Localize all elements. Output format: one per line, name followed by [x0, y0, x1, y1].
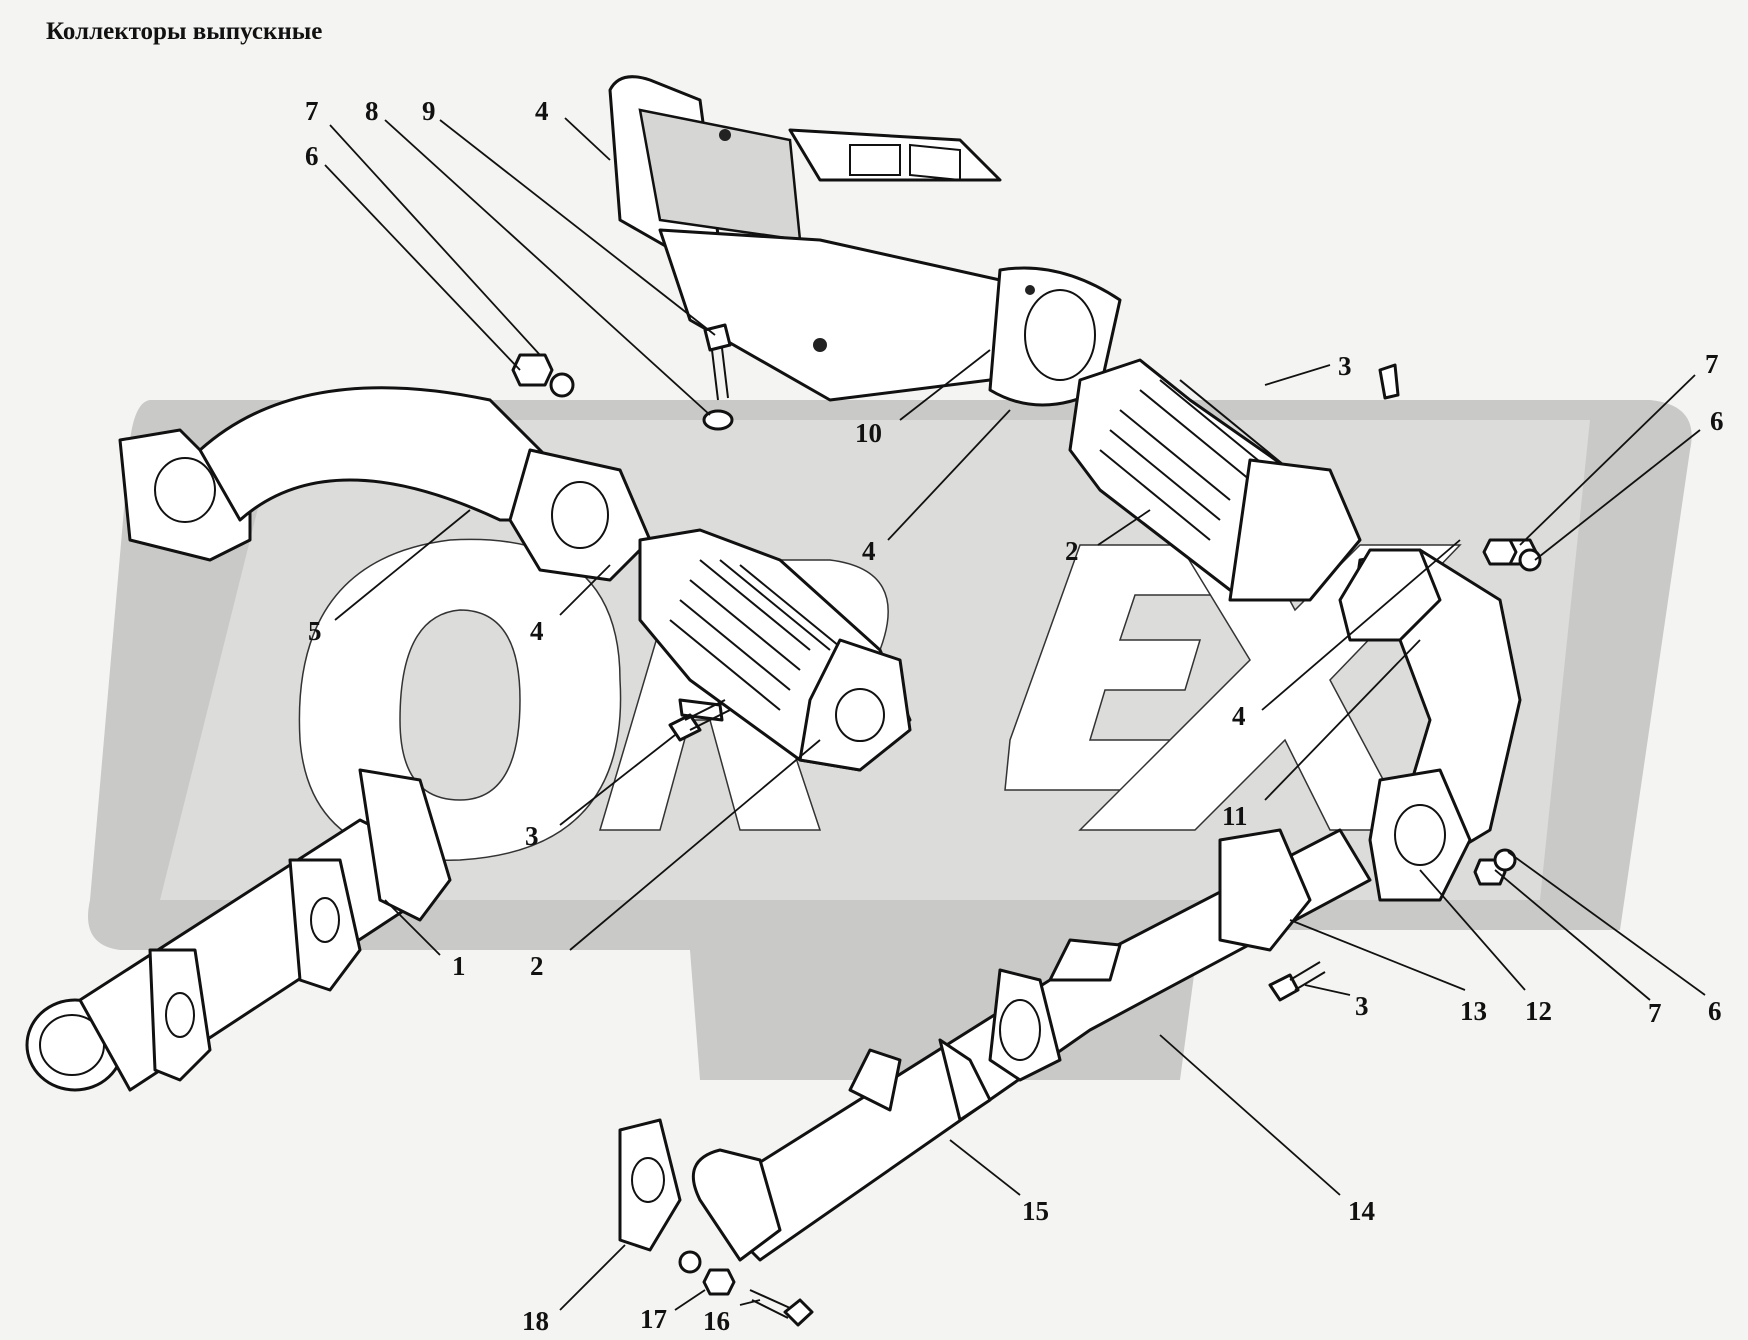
callout-7c: 7	[1648, 998, 1662, 1028]
elbow-right	[1338, 548, 1522, 902]
callout-6c: 6	[1708, 996, 1722, 1026]
bellows-middle	[638, 528, 912, 772]
leader-10	[899, 349, 991, 421]
leader-4a	[564, 117, 611, 161]
leader-6c	[1507, 851, 1706, 996]
callout-17: 17	[640, 1304, 667, 1334]
fasteners-lower	[668, 699, 1326, 1327]
callouts: 7 8 9 6 4 3 10 7 6 4 2 5 4	[305, 96, 1724, 1336]
callout-2b: 2	[530, 951, 544, 981]
fasteners-top-left	[511, 323, 1542, 572]
leader-3b	[559, 734, 676, 826]
leader-9	[439, 119, 716, 336]
callout-4c: 4	[530, 616, 544, 646]
leader-15	[949, 1139, 1021, 1196]
callout-7a: 7	[305, 96, 319, 126]
leader-11	[1264, 639, 1421, 801]
page-title: Коллекторы выпускные	[46, 18, 323, 45]
leader-7a	[329, 124, 541, 356]
leader-18	[559, 1244, 626, 1311]
leader-1	[384, 899, 441, 956]
callout-3a: 3	[1338, 351, 1352, 381]
bellows-upper	[1068, 358, 1400, 602]
leader-4b	[887, 409, 1011, 541]
callout-7b: 7	[1705, 349, 1719, 379]
pipe-left-curved	[118, 386, 652, 582]
leader-12	[1419, 869, 1526, 991]
leader-2b	[569, 739, 821, 951]
callout-6a: 6	[305, 141, 319, 171]
callout-3b: 3	[525, 821, 539, 851]
leader-4c	[559, 564, 611, 616]
callout-4d: 4	[1232, 701, 1246, 731]
leader-7b	[1519, 374, 1696, 546]
callout-4b: 4	[862, 536, 876, 566]
manifold-lower-left	[25, 768, 452, 1092]
callout-8: 8	[365, 96, 379, 126]
leader-3a	[1264, 364, 1331, 386]
callout-6b: 6	[1710, 406, 1724, 436]
callout-5: 5	[308, 616, 322, 646]
leader-7c	[1494, 869, 1651, 1001]
leader-13	[1289, 919, 1466, 991]
callout-2a: 2	[1065, 536, 1079, 566]
callout-1: 1	[452, 951, 466, 981]
callout-11: 11	[1222, 801, 1248, 831]
manifold-top	[608, 75, 1122, 407]
callout-13: 13	[1460, 996, 1487, 1026]
callout-16: 16	[703, 1306, 730, 1336]
leader-16	[739, 1299, 761, 1306]
leader-14	[1159, 1034, 1341, 1196]
callout-18: 18	[522, 1306, 549, 1336]
leader-2a	[1097, 509, 1151, 546]
leader-17	[674, 1289, 706, 1311]
callout-9: 9	[422, 96, 436, 126]
callout-14: 14	[1348, 1196, 1375, 1226]
callout-3c: 3	[1355, 991, 1369, 1021]
callout-4a: 4	[535, 96, 549, 126]
callout-12: 12	[1525, 996, 1552, 1026]
leader-5	[334, 509, 471, 621]
leader-8	[384, 119, 711, 416]
leader-3c	[1304, 984, 1351, 996]
callout-15: 15	[1022, 1196, 1049, 1226]
manifold-lower-center	[618, 828, 1372, 1262]
leader-6b	[1534, 429, 1701, 561]
leader-4d	[1261, 539, 1461, 711]
callout-10: 10	[855, 418, 882, 448]
leader-6a	[324, 164, 521, 371]
